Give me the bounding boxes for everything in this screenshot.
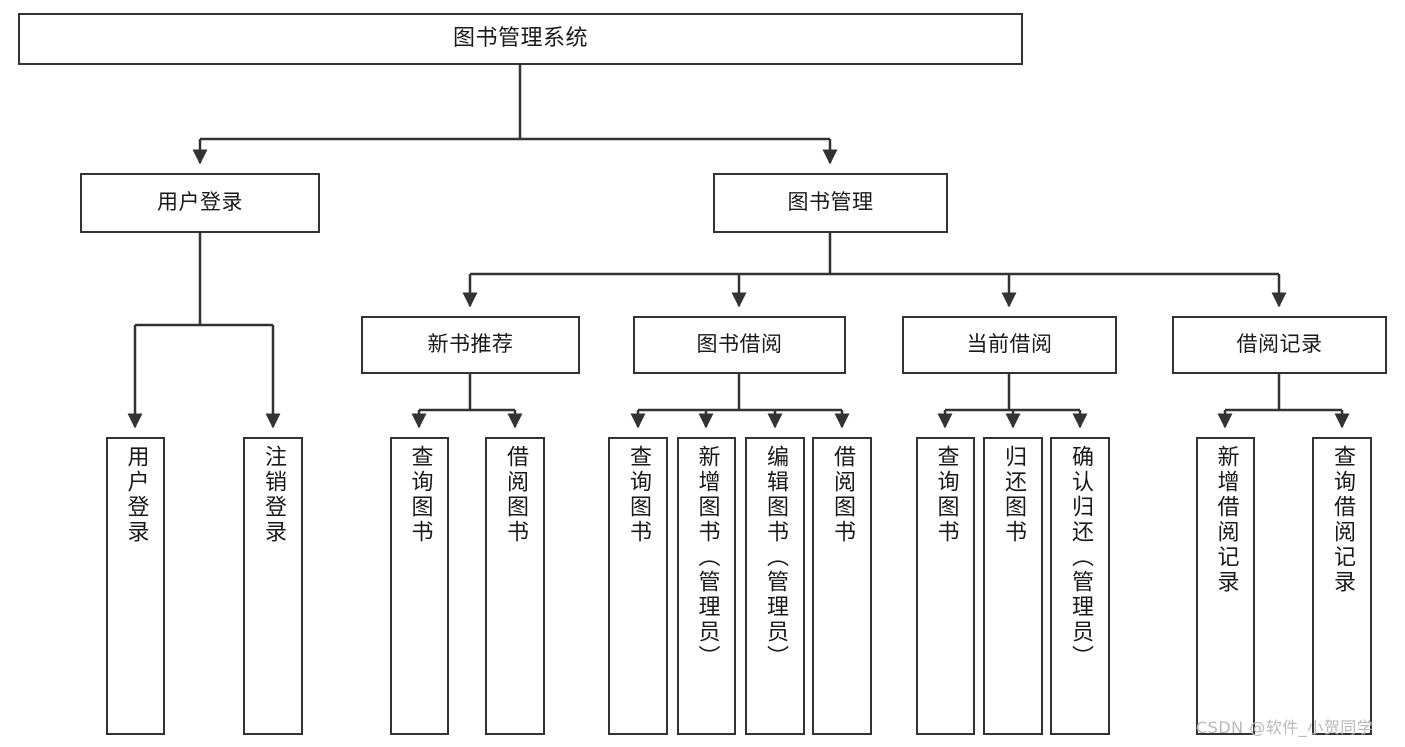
leaf-logout[interactable]: 注销登录 (243, 437, 303, 735)
node-book-borrow[interactable]: 图书借阅 (633, 316, 846, 374)
leaf-borrow-book-2-label: 借阅图书 (830, 445, 855, 545)
leaf-query-book-2-label: 查询图书 (626, 445, 651, 545)
node-book-management-label: 图书管理 (787, 190, 874, 215)
node-new-book-recommend[interactable]: 新书推荐 (361, 316, 580, 374)
leaf-return-book-label: 归还图书 (1001, 445, 1026, 545)
leaf-query-book-3[interactable]: 查询图书 (916, 437, 975, 735)
node-root[interactable]: 图书管理系统 (18, 13, 1023, 65)
leaf-query-borrow-record-label: 查询借阅记录 (1330, 445, 1355, 595)
leaf-add-book[interactable]: 新增图书（管理员） (677, 437, 736, 735)
leaf-borrow-book-2[interactable]: 借阅图书 (812, 437, 872, 735)
leaf-add-borrow-record-label: 新增借阅记录 (1213, 445, 1239, 595)
leaf-query-borrow-record[interactable]: 查询借阅记录 (1312, 437, 1372, 735)
node-root-label: 图书管理系统 (452, 25, 588, 51)
node-user-login[interactable]: 用户登录 (80, 173, 320, 233)
node-borrow-record[interactable]: 借阅记录 (1172, 316, 1387, 374)
leaf-query-book-2[interactable]: 查询图书 (608, 437, 668, 735)
leaf-query-book-3-label: 查询图书 (933, 445, 959, 545)
leaf-confirm-return[interactable]: 确认归还（管理员） (1050, 437, 1110, 735)
node-new-book-recommend-label: 新书推荐 (427, 332, 514, 357)
node-user-login-label: 用户登录 (157, 190, 243, 215)
leaf-confirm-return-label: 确认归还（管理员） (1068, 445, 1093, 670)
leaf-add-borrow-record[interactable]: 新增借阅记录 (1196, 437, 1255, 735)
leaf-borrow-book-1-label: 借阅图书 (503, 445, 528, 545)
leaf-edit-book[interactable]: 编辑图书（管理员） (745, 437, 805, 735)
node-book-borrow-label: 图书借阅 (696, 332, 783, 357)
leaf-logout-label: 注销登录 (261, 445, 286, 545)
leaf-user-login[interactable]: 用户登录 (106, 437, 165, 735)
leaf-return-book[interactable]: 归还图书 (983, 437, 1043, 735)
node-borrow-record-label: 借阅记录 (1236, 332, 1323, 357)
node-current-borrow-label: 当前借阅 (966, 332, 1053, 357)
node-book-management[interactable]: 图书管理 (713, 173, 948, 233)
leaf-query-book-1-label: 查询图书 (407, 445, 433, 545)
csdn-watermark: CSDN @软件_小贺同学 (1196, 718, 1374, 737)
leaf-user-login-label: 用户登录 (123, 445, 149, 545)
leaf-add-book-label: 新增图书（管理员） (694, 445, 720, 670)
leaf-borrow-book-1[interactable]: 借阅图书 (485, 437, 545, 735)
leaf-query-book-1[interactable]: 查询图书 (390, 437, 449, 735)
node-current-borrow[interactable]: 当前借阅 (902, 316, 1117, 374)
leaf-edit-book-label: 编辑图书（管理员） (763, 445, 788, 670)
